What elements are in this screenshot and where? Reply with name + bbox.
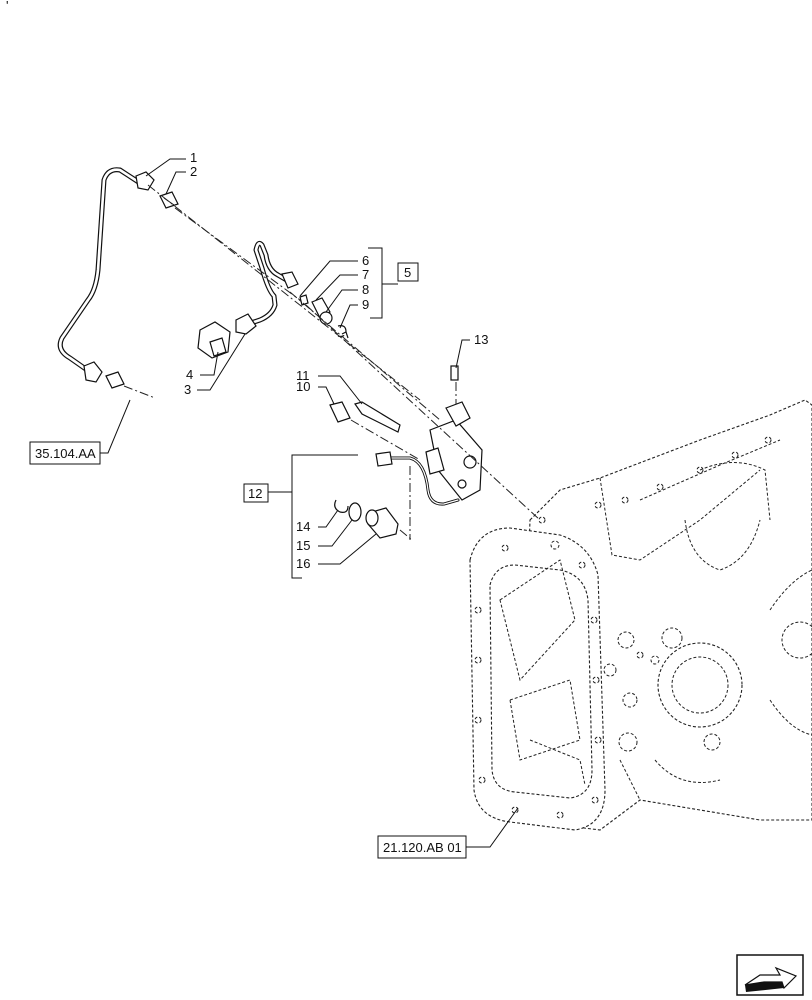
callout-labels: 1 2 3 4 6 7 8 9 13 11 10 14 15 16 (184, 150, 488, 571)
reference-35-104-aa[interactable]: 35.104.AA (29, 441, 101, 465)
fitting-part-2 (159, 191, 179, 209)
center-lines (123, 184, 541, 541)
reference-21-120-ab-01-label: 21.120.AB 01 (383, 840, 462, 855)
callout-4: 4 (186, 367, 193, 382)
corner-mark: ' (6, 0, 8, 13)
next-page-arrow-icon[interactable] (736, 954, 804, 996)
callout-15: 15 (296, 538, 310, 553)
callout-9: 9 (362, 297, 369, 312)
callout-11: 11 (296, 368, 310, 383)
callout-12-box[interactable]: 12 (243, 483, 269, 503)
union-part-4 (197, 321, 231, 359)
callout-8: 8 (362, 282, 369, 297)
brake-pipe-long (57, 167, 155, 389)
callout-13: 13 (474, 332, 488, 347)
callout-10: 10 (296, 379, 310, 394)
bolt-part-13 (450, 365, 459, 381)
plug-part-10 (329, 401, 351, 423)
callout-12: 12 (248, 486, 262, 501)
leader-lines (100, 158, 519, 848)
o-ring-part-15 (348, 502, 362, 522)
callout-3: 3 (184, 382, 191, 397)
callout-5: 5 (404, 265, 411, 280)
screw-part-11 (354, 401, 401, 433)
spool-part-16 (365, 507, 399, 539)
snap-ring-part-14 (334, 499, 349, 513)
reference-35-104-aa-label: 35.104.AA (35, 446, 96, 461)
valve-assembly (375, 401, 483, 506)
callout-2: 2 (190, 164, 197, 179)
callout-6: 6 (362, 253, 369, 268)
callout-14: 14 (296, 519, 310, 534)
callout-16: 16 (296, 556, 310, 571)
transmission-housing (469, 399, 812, 831)
brake-pipe-short (235, 240, 299, 335)
callout-7: 7 (362, 267, 369, 282)
seal-kit-parts (299, 294, 349, 339)
reference-21-120-ab-01[interactable]: 21.120.AB 01 (377, 835, 467, 859)
callout-5-box[interactable]: 5 (397, 262, 419, 282)
callout-1: 1 (190, 150, 197, 165)
